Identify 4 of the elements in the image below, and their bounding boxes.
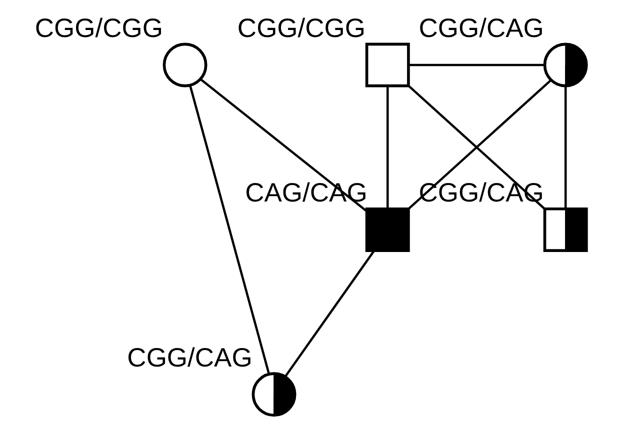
node-label: CGG/CGG: [34, 12, 163, 43]
node-label: CGG/CAG: [127, 342, 252, 372]
node-label: CGG/CAG: [418, 12, 544, 43]
node-label: CGG/CGG: [237, 12, 366, 43]
